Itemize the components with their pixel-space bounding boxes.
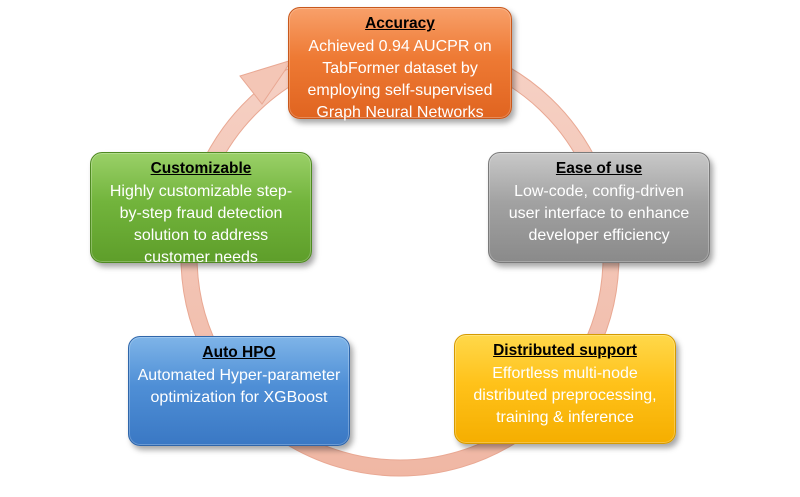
accuracy-description: Achieved 0.94 AUCPR on TabFormer dataset… [307,38,493,121]
ease-of-use-description: Low-code, config-driven user interface t… [508,183,690,244]
distributed-support-title: Distributed support [493,342,637,359]
auto-hpo-card: Auto HPO Automated Hyper-parameter optim… [128,336,350,446]
auto-hpo-title: Auto HPO [202,344,276,361]
accuracy-title: Accuracy [365,15,435,32]
cycle-arrow-head [239,59,294,105]
accuracy-card: Accuracy Achieved 0.94 AUCPR on TabForme… [288,7,512,121]
ease-of-use-title: Ease of use [555,160,643,177]
ease-of-use-card: Ease of use Low-code, config-driven user… [488,152,710,263]
customizable-description: Highly customizable step-by-step fraud d… [109,183,293,266]
cycle-ring-band [180,37,620,477]
distributed-support-description: Effortless multi-node distributed prepro… [473,365,657,426]
customizable-card: Customizable Highly customizable step-by… [90,152,312,266]
customizable-title: Customizable [150,160,252,177]
distributed-support-card: Distributed support Effortless multi-nod… [454,334,676,444]
auto-hpo-description: Automated Hyper-parameter optimization f… [137,367,341,406]
